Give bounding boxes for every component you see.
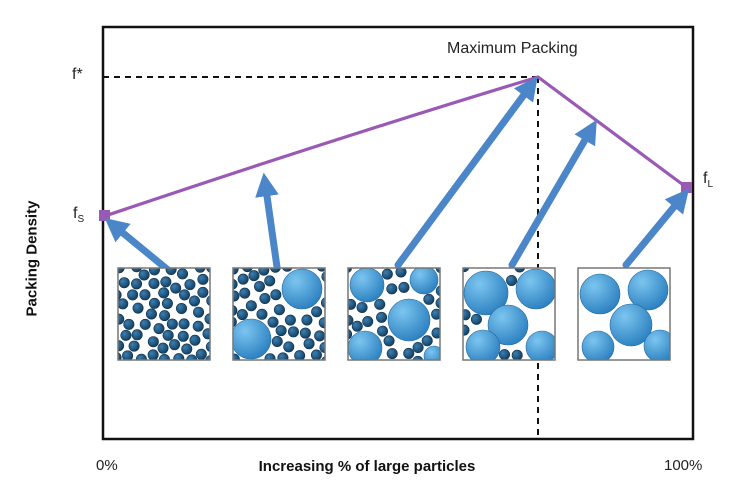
arrow-1 bbox=[104, 217, 172, 274]
y-axis-label: Packing Density bbox=[23, 200, 41, 317]
panel-all-small bbox=[117, 267, 211, 361]
plot-frame bbox=[101, 25, 695, 441]
point-fl bbox=[681, 182, 692, 193]
x-end-label: 100% bbox=[664, 457, 703, 474]
panel-all-large bbox=[577, 267, 671, 361]
arrow-2 bbox=[255, 172, 281, 271]
panel-half-mix bbox=[347, 267, 441, 361]
density-curve bbox=[104, 75, 687, 218]
point-fs bbox=[99, 210, 110, 221]
fl-label: fL bbox=[703, 170, 714, 190]
arrow-5 bbox=[622, 188, 690, 269]
arrows bbox=[104, 76, 690, 274]
arrow-4 bbox=[508, 119, 597, 269]
maximum-packing-label: Maximum Packing bbox=[447, 40, 578, 57]
panel-mostly-large bbox=[462, 267, 556, 361]
panel-few-large bbox=[232, 267, 326, 361]
f-star-label: f* bbox=[72, 66, 83, 83]
arrow-3 bbox=[394, 76, 538, 269]
x-axis-label: Increasing % of large particles bbox=[258, 458, 476, 475]
particle-panels bbox=[117, 267, 671, 361]
x-start-label: 0% bbox=[96, 457, 118, 474]
fs-label: fS bbox=[73, 205, 85, 225]
